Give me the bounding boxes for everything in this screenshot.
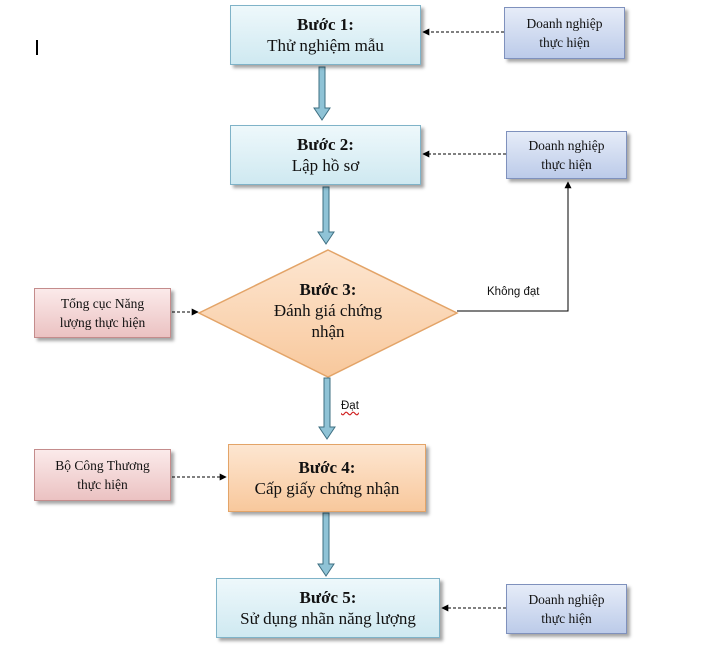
flow-arrow-4-5 [317,512,335,577]
actor-1-box: Doanh nghiệp thực hiện [504,7,625,59]
step-5-title: Bước 5: [299,587,357,607]
flow-arrow-1-2 [313,66,331,121]
actor-4-line1: Bộ Công Thương [55,458,150,473]
fail-label: Không đạt [487,286,540,298]
decision-diamond [197,249,459,378]
flow-arrow-3-4 [318,377,336,440]
actor-2-line1: Doanh nghiệp [528,138,605,153]
step-3-title: Bước 3: [299,280,357,299]
actor-1-line1: Doanh nghiệp [526,16,603,31]
step-2-title: Bước 2: [297,134,354,154]
step-1-box: Bước 1: Thử nghiệm mẫu [230,5,421,65]
actor-3-line2: lượng thực hiện [59,315,146,330]
actor-3-box: Tổng cục Năng lượng thực hiện [34,288,171,338]
actor-4-box: Bộ Công Thương thực hiện [34,449,171,501]
flow-arrow-2-3 [317,186,335,245]
fail-loop-line [457,181,572,312]
step-4-label: Cấp giấy chứng nhận [254,478,400,498]
step-5-box: Bước 5: Sử dụng nhãn năng lượng [216,578,440,638]
actor-5-box: Doanh nghiệp thực hiện [506,584,627,634]
step-3-text: Bước 3: Đánh giá chứng nhận [238,279,418,342]
step-1-label: Thử nghiệm mẫu [267,35,384,55]
step-3-label-line2: nhận [311,322,345,341]
step-4-box: Bước 4: Cấp giấy chứng nhận [228,444,426,512]
step-2-label: Lập hồ sơ [291,155,360,175]
actor-3-line1: Tổng cục Năng [60,296,145,311]
step-4-title: Bước 4: [298,457,356,477]
actor-1-line2: thực hiện [539,35,590,50]
step-1-title: Bước 1: [297,14,354,34]
pass-label: Đạt [341,400,359,412]
actor-5-line2: thực hiện [541,611,592,626]
actor-2-line2: thực hiện [541,157,592,172]
actor-5-line1: Doanh nghiệp [528,592,605,607]
step-2-box: Bước 2: Lập hồ sơ [230,125,421,185]
text-cursor [36,40,38,55]
actor-2-box: Doanh nghiệp thực hiện [506,131,627,179]
actor-4-line2: thực hiện [77,477,128,492]
step-3-label-line1: Đánh giá chứng [273,301,383,320]
step-5-label: Sử dụng nhãn năng lượng [240,608,416,628]
